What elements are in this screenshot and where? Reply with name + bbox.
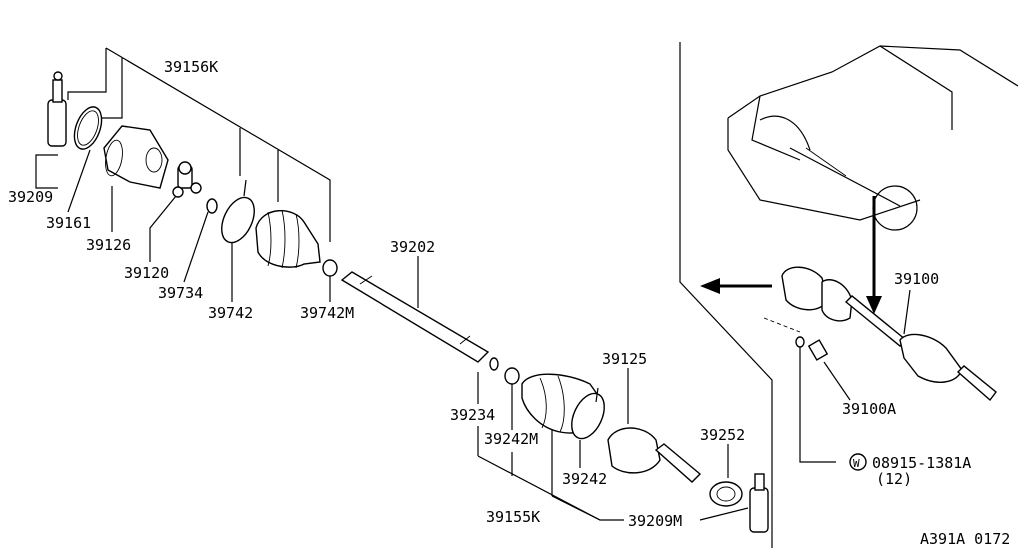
boot-inner [255, 209, 321, 269]
label-39252: 39252 [700, 426, 745, 444]
label-39742: 39742 [208, 304, 253, 322]
bolt-39100A [795, 336, 829, 361]
grease-tube-39209 [47, 71, 67, 147]
label-39100A: 39100A [842, 400, 896, 418]
label-39126: 39126 [86, 236, 131, 254]
boot-band-39742M [322, 259, 338, 277]
spider-assembly-39120 [172, 161, 202, 198]
label-08915-1381A: 08915-1381A [872, 454, 971, 472]
washer-symbol-circle [849, 453, 867, 471]
snap-ring-39161 [73, 106, 103, 150]
label-39120: 39120 [124, 264, 169, 282]
grease-tube-39209M [749, 473, 769, 533]
vehicle-illustration [727, 45, 1019, 231]
label-39234: 39234 [450, 406, 495, 424]
label-39742M: 39742M [300, 304, 354, 322]
boot-band-39742 [221, 179, 255, 244]
label-39202: 39202 [390, 238, 435, 256]
leader-lines [35, 42, 911, 548]
washer-symbol: W [853, 457, 860, 470]
outer-joint-39125 [607, 427, 702, 483]
label-39100: 39100 [894, 270, 939, 288]
drawing-code: A391A 0172 [920, 530, 1010, 548]
boot-band-39242M [504, 367, 520, 385]
label-39125: 39125 [602, 350, 647, 368]
label-39161: 39161 [46, 214, 91, 232]
joint-housing-39126 [103, 125, 169, 189]
ring-39234 [489, 357, 499, 371]
label-39209M: 39209M [628, 512, 682, 530]
axle-assembly-39100 [781, 266, 997, 402]
label-39156K: 39156K [164, 58, 218, 76]
seal-39252 [709, 481, 743, 507]
shaft-39202 [340, 271, 490, 363]
label-39155K: 39155K [486, 508, 540, 526]
label-39734: 39734 [158, 284, 203, 302]
label-39242: 39242 [562, 470, 607, 488]
boot-band-39242 [571, 387, 605, 440]
labels: 39156K 39209 39161 39126 39120 39734 397… [8, 58, 1010, 548]
label-08915-qty: (12) [876, 470, 912, 488]
ring-39734 [206, 198, 218, 214]
label-39242M: 39242M [484, 430, 538, 448]
label-39209: 39209 [8, 188, 53, 206]
arrow-down [866, 196, 882, 314]
arrow-left [700, 278, 772, 294]
